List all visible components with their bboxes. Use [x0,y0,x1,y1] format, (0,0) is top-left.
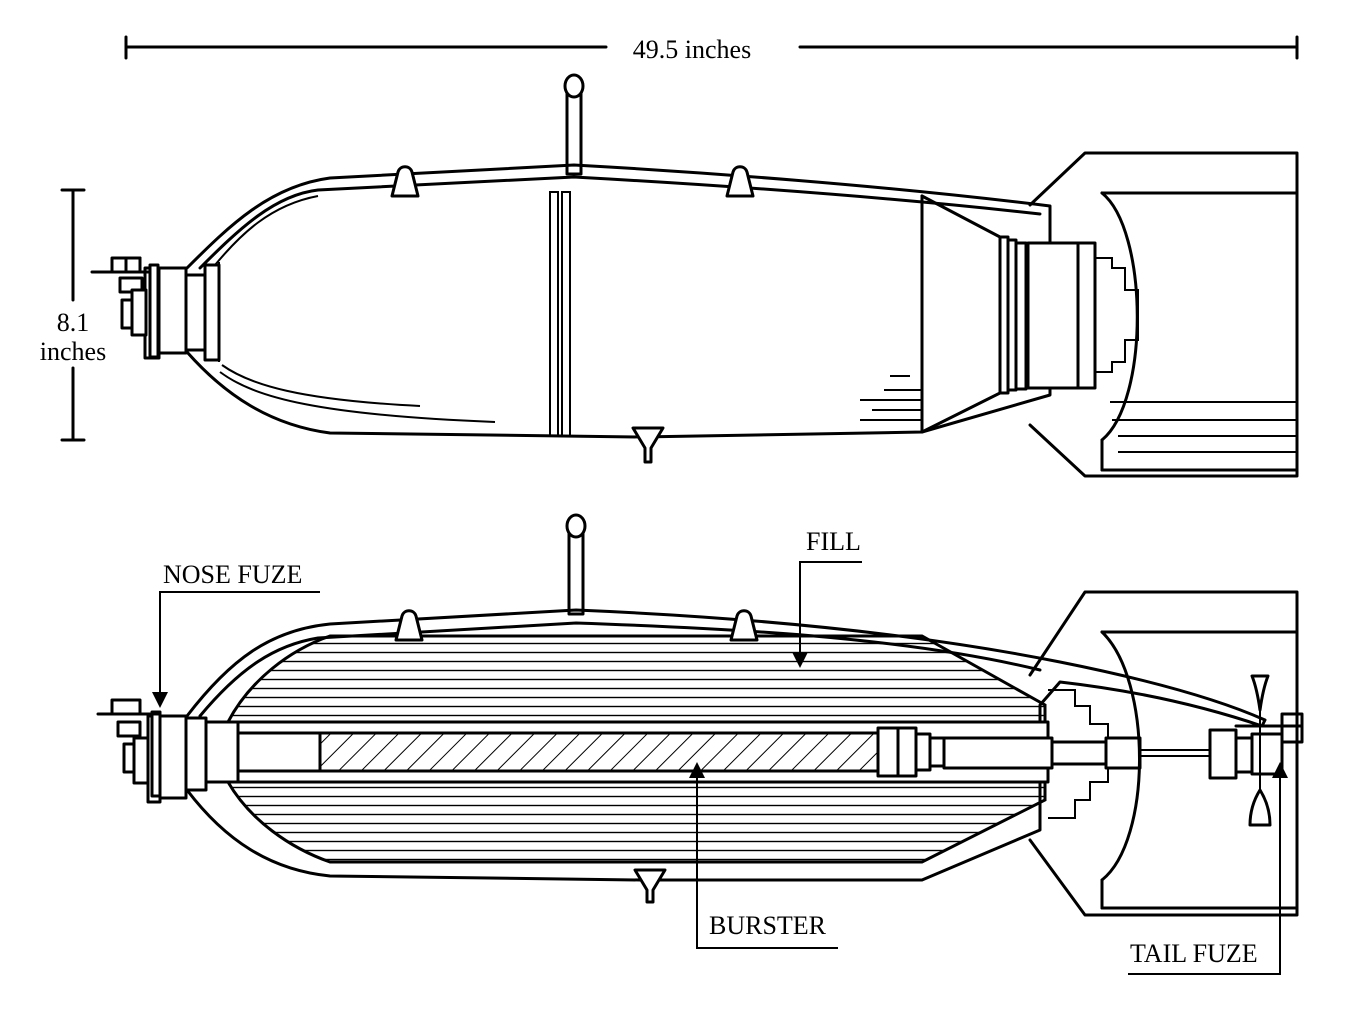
diameter-dimension: 8.1 inches [40,188,106,442]
bomb-exterior-view [90,73,1299,478]
tail-fuze-label: TAIL FUZE [1130,939,1258,968]
callout-tail-fuze: TAIL FUZE [1128,762,1288,975]
callout-nose-fuze: NOSE FUZE [152,560,320,708]
diameter-label-line2: inches [40,337,106,366]
diameter-label-line1: 8.1 [57,308,90,337]
burster-label: BURSTER [709,911,827,940]
nose-fuze [96,698,240,804]
length-label: 49.5 inches [633,35,751,64]
tail-fin-assembly [1028,151,1299,478]
nose-fuze-label: NOSE FUZE [163,560,302,589]
outer-casing [185,163,1052,439]
burster-charge [318,731,892,773]
fill-label: FILL [806,527,861,556]
suspension-lug [563,73,585,176]
length-dimension: 49.5 inches [124,35,1299,64]
tail-fuze [1208,674,1304,827]
fill-charge-lower [225,780,1047,864]
fill-charge-upper [225,634,1047,724]
bomb-cutaway-view [96,513,1304,917]
callout-burster: BURSTER [689,762,838,949]
nose-fuze-exterior [90,256,188,360]
callout-fill: FILL [792,527,862,668]
